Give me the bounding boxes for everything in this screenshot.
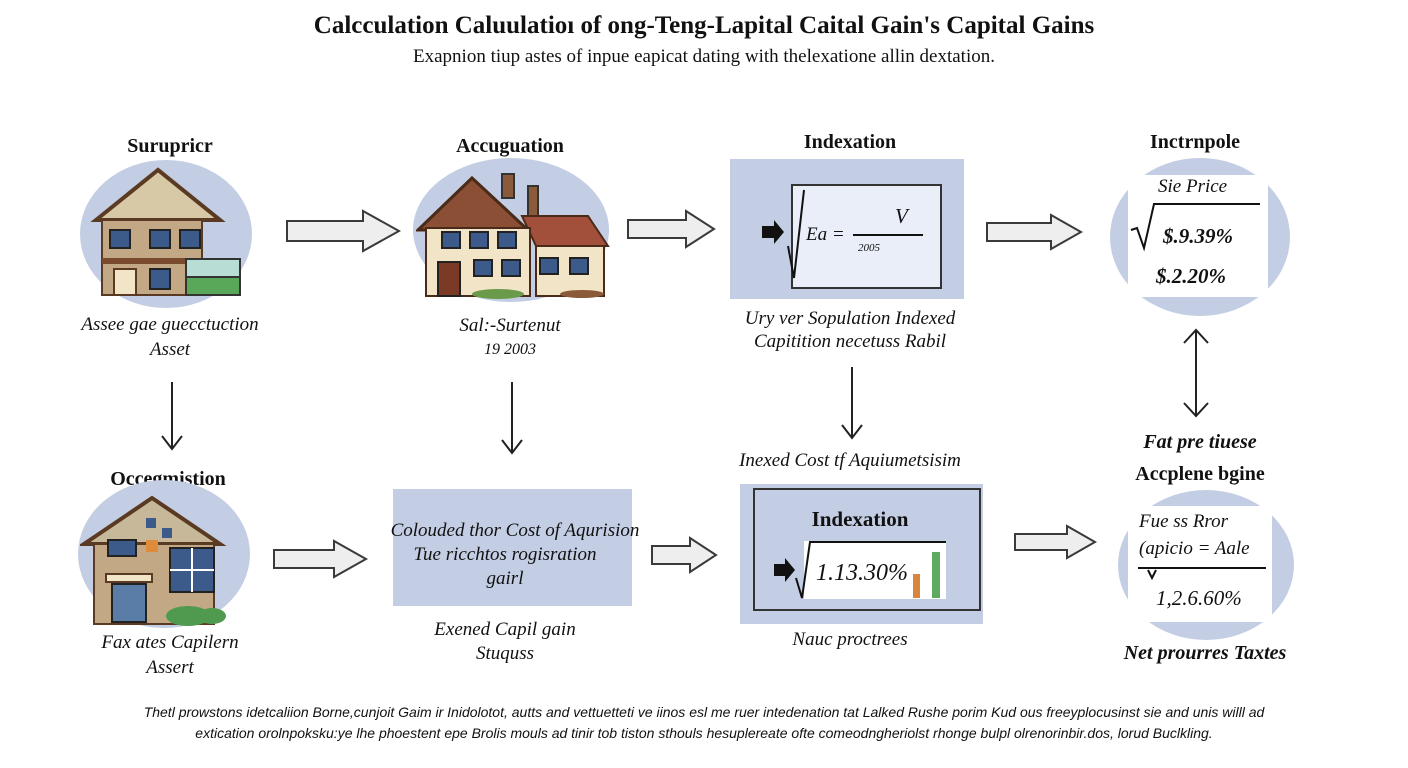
pointer-arrow-icon bbox=[762, 189, 805, 279]
node1-heading: Surupricr bbox=[127, 135, 213, 157]
house-icon bbox=[90, 167, 241, 296]
page-subtitle: Exapnion tiup astes of inpue eapicat dat… bbox=[413, 46, 995, 67]
indexation-value: 1.13.30% bbox=[816, 560, 908, 586]
row2-node1-caption-line2: Assert bbox=[146, 657, 194, 678]
node3-heading: Indexation bbox=[803, 131, 897, 153]
right-arrow-icon bbox=[273, 539, 369, 579]
house-icon bbox=[416, 173, 610, 299]
node3-caption-line2: Capitition necetuss Rabil bbox=[753, 331, 947, 352]
calculated-cost-line1: Colouded thor Cost of Aqurision bbox=[390, 520, 640, 541]
net-card-value: 1,2.6.60% bbox=[1156, 586, 1242, 610]
node2-caption-line2: 19 2003 bbox=[484, 341, 536, 358]
node1-caption-line2: Asset bbox=[149, 339, 191, 360]
net-card-line2: (apicio = Aale bbox=[1139, 538, 1250, 559]
node2-heading: Accuguation bbox=[456, 135, 564, 157]
right-arrow-icon bbox=[986, 213, 1084, 251]
sqrt-symbol bbox=[1130, 203, 1260, 252]
formula-numerator: V bbox=[895, 204, 908, 228]
row2-node2-caption-line1: Exened Capil gain bbox=[434, 619, 576, 640]
row2-node3-above: Inexed Cost tf Aquiumetsisim bbox=[739, 450, 961, 471]
formula-denominator: 2005 bbox=[858, 242, 880, 254]
down-arrow-icon bbox=[841, 367, 863, 440]
net-card bbox=[1128, 506, 1272, 622]
indexation-panel-title: Indexation bbox=[811, 507, 909, 531]
formula-lhs: Ea = bbox=[806, 224, 845, 245]
bar-chart-icon bbox=[913, 552, 940, 598]
node1-caption-line1: Assee gae guecctuction bbox=[81, 314, 259, 335]
net-card-line1: Fue ss Rror bbox=[1139, 511, 1229, 532]
pointer-arrow-icon bbox=[774, 541, 946, 599]
node2-caption-line1: Sal:-Surtenut bbox=[459, 315, 561, 336]
price-value-1: $.9.39% bbox=[1163, 224, 1233, 248]
row2-node4-above-line2: Accplene bgine bbox=[1135, 463, 1265, 485]
calculated-cost-line3: gairl bbox=[486, 568, 524, 589]
row2-node4-above-line1: Fat pre tiuese bbox=[1143, 431, 1257, 453]
price-card-title: Sie Price bbox=[1158, 176, 1228, 197]
footer-line-1: Thetl prowstons idetcaliion Borne,cunjoi… bbox=[143, 704, 1265, 720]
down-arrow-icon bbox=[161, 382, 183, 451]
node4-heading: Inctrnpole bbox=[1150, 131, 1240, 153]
house-icon bbox=[80, 495, 227, 626]
indexation-frame bbox=[753, 488, 981, 611]
double-arrow-icon bbox=[1183, 328, 1209, 418]
down-arrow-icon bbox=[501, 382, 523, 455]
formula-underline bbox=[1138, 567, 1266, 581]
row2-node1-caption-line1: Fax ates Capilern bbox=[101, 632, 239, 653]
right-arrow-icon bbox=[627, 209, 716, 249]
indexation-value-card bbox=[804, 541, 946, 599]
formula-fraction-bar bbox=[853, 234, 923, 236]
price-card bbox=[1128, 175, 1268, 297]
footer-line-2: extication orolnpoksku:ye lhe phoestent … bbox=[195, 725, 1213, 741]
footer-note: Thetl prowstons idetcaliion Borne,cunjoi… bbox=[0, 702, 1408, 744]
right-arrow-icon bbox=[1014, 524, 1098, 560]
formula-card bbox=[791, 184, 942, 289]
row2-node4-caption: Net prourres Taxtes bbox=[1123, 642, 1287, 664]
price-value-2: $.2.20% bbox=[1156, 264, 1226, 288]
row2-node2-caption-line2: Stuquss bbox=[475, 643, 535, 664]
right-arrow-icon bbox=[286, 209, 402, 253]
right-arrow-icon bbox=[651, 536, 718, 574]
calculated-cost-box bbox=[393, 489, 632, 606]
node3-caption-line1: Ury ver Sopulation Indexed bbox=[744, 308, 956, 329]
calculated-cost-line2: Tue ricchtos rogisration bbox=[413, 544, 597, 565]
page-title: Calcculation Caluulatioı of ong-Teng-Lap… bbox=[313, 12, 1095, 39]
row2-node3-caption: Nauc proctrees bbox=[792, 629, 908, 650]
